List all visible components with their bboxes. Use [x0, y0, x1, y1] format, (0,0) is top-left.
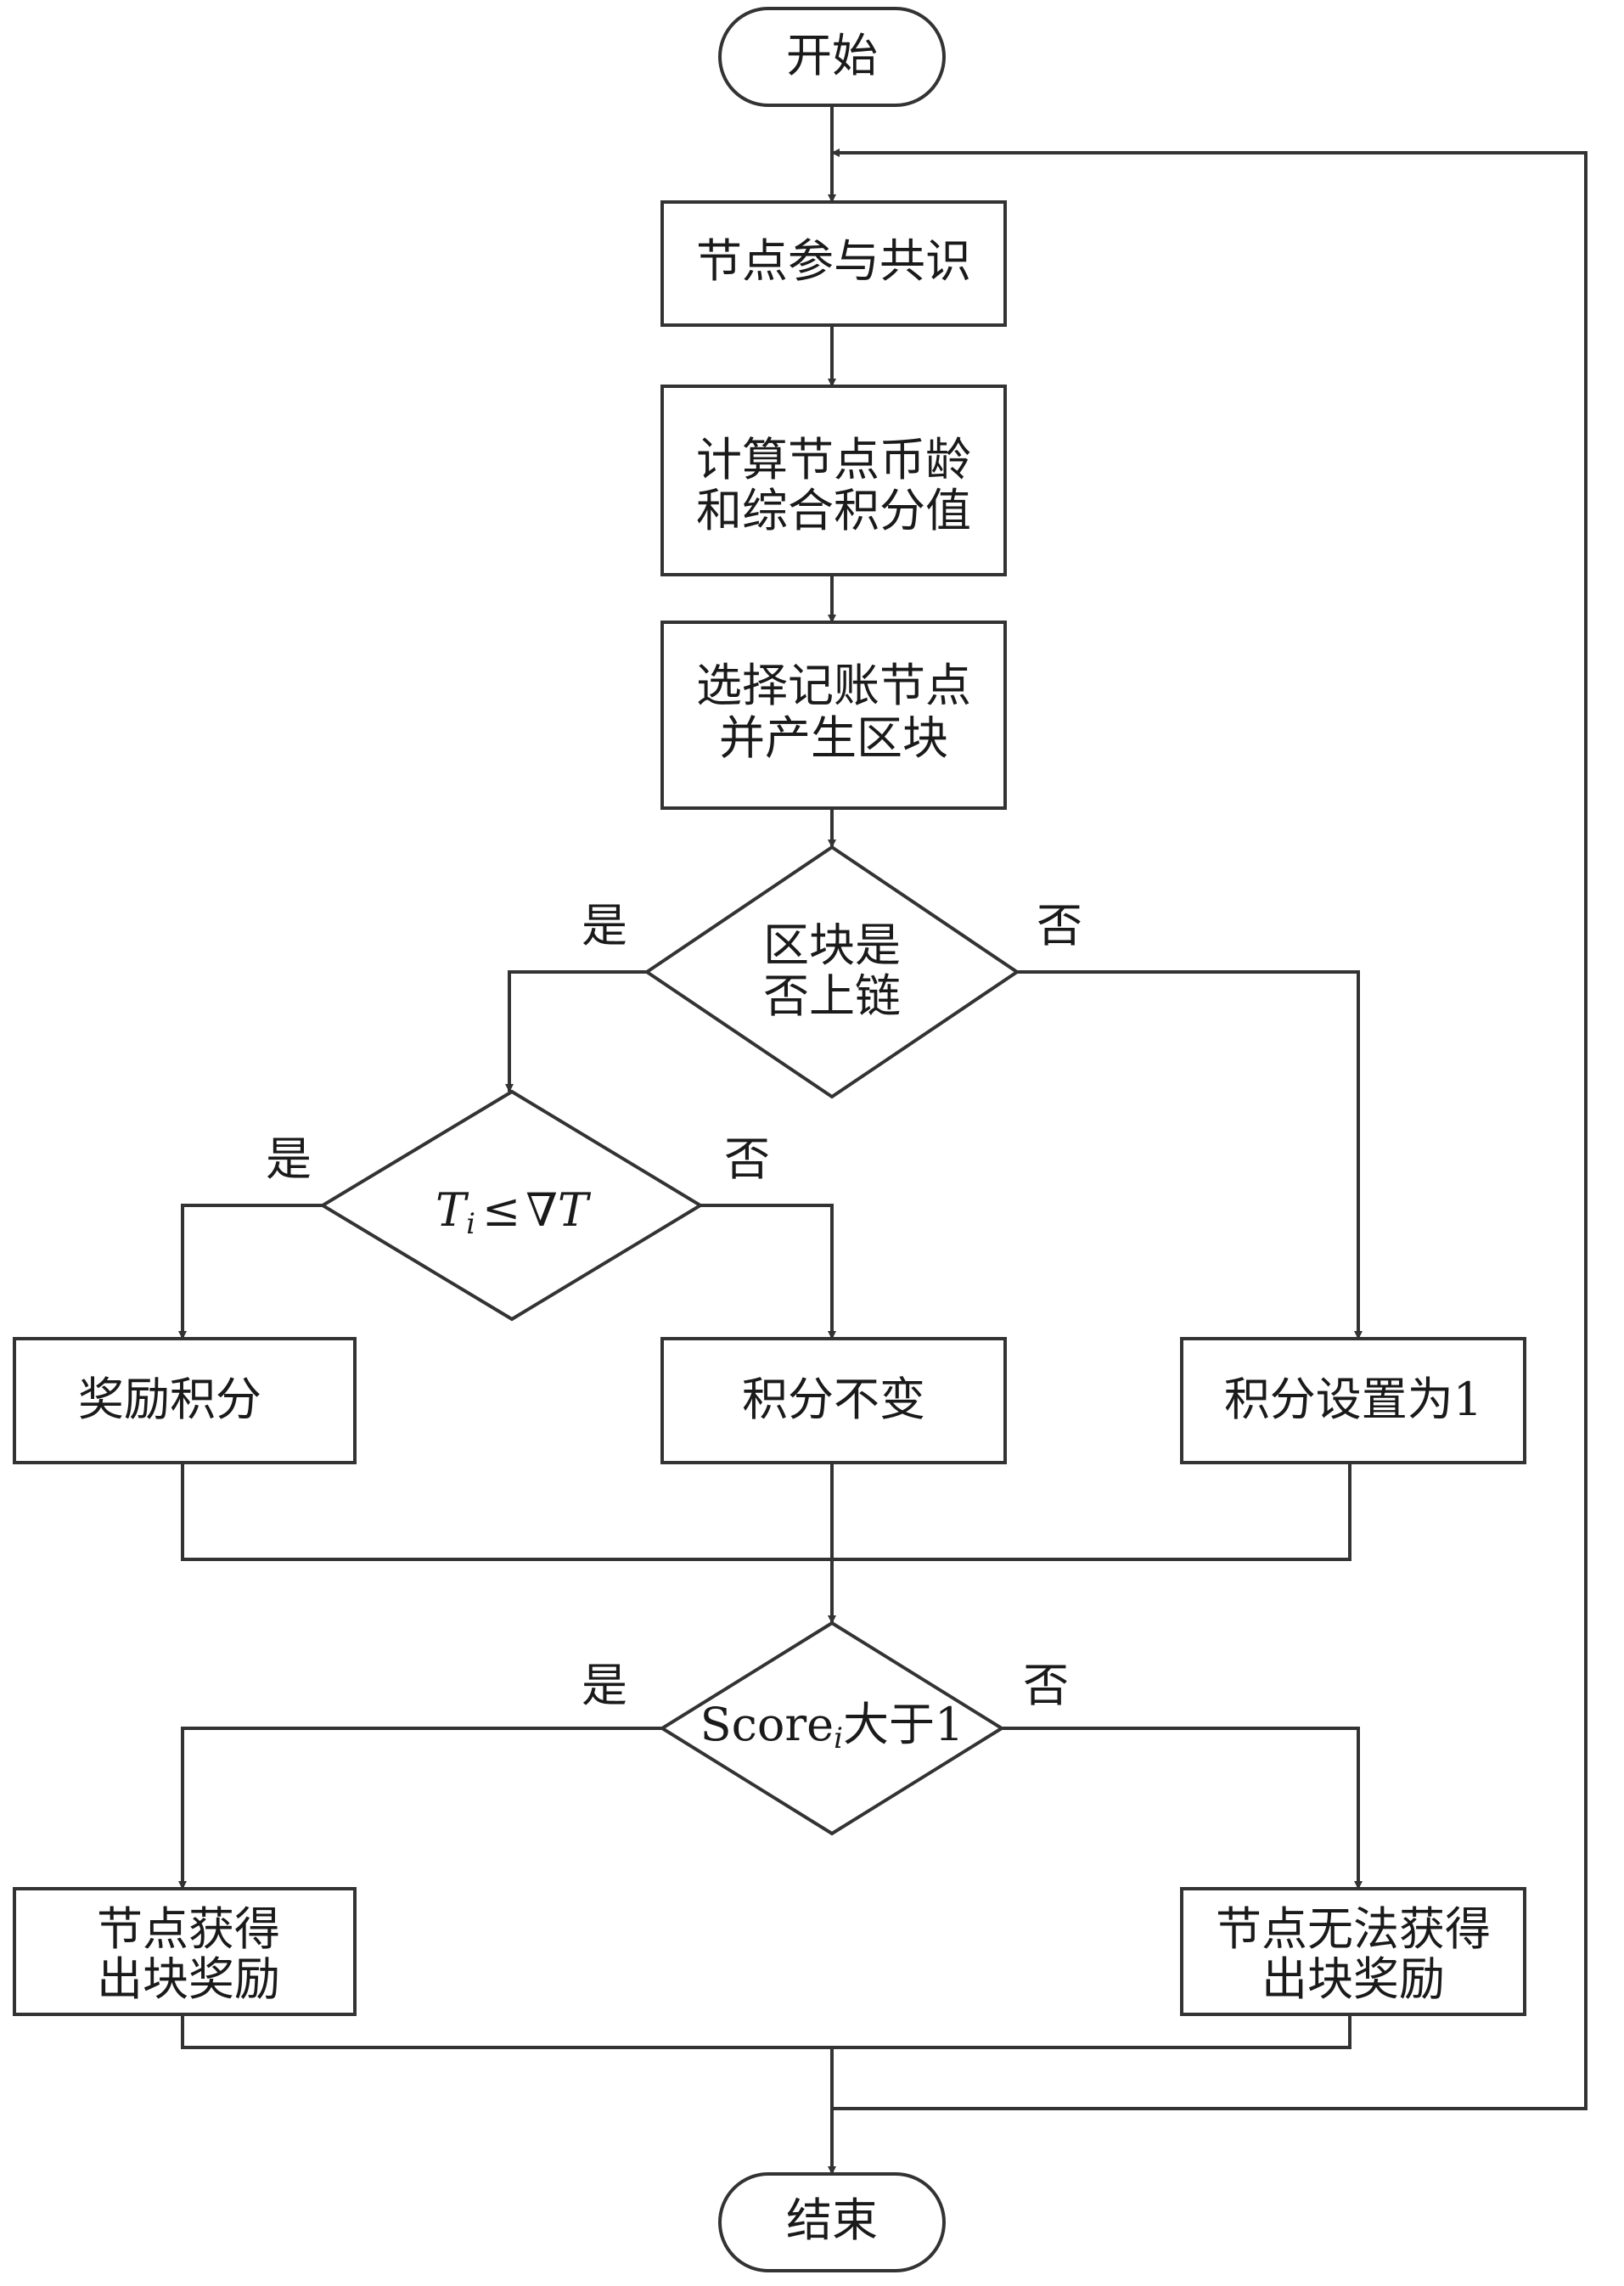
edge-time-yes [178, 1204, 323, 1340]
score-no-label: 否 [1023, 1659, 1069, 1712]
consensus-box: 节点参与共识 [660, 200, 1007, 327]
chain-decision: 区块是 否上链 [643, 845, 1020, 1099]
reward-score-box: 奖励积分 [13, 1337, 357, 1464]
edge-time-no [700, 1204, 836, 1340]
start-node: 开始 [718, 7, 946, 107]
edge-score-yes [178, 1727, 662, 1890]
select-label-line1: 选择记账节点 [696, 659, 971, 712]
reward-score-label: 奖励积分 [78, 1373, 261, 1426]
chain-decision-label-line2: 否上链 [763, 969, 901, 1023]
time-decision: Ti≤∇T [319, 1089, 704, 1322]
time-no-label: 否 [724, 1132, 770, 1186]
gain-reward-box: 节点获得 出块奖励 [13, 1887, 357, 2016]
edge-score-no [1002, 1727, 1363, 1890]
compute-label-line2: 和综合积分值 [696, 484, 971, 537]
score-yes-label: 是 [582, 1659, 627, 1712]
consensus-label: 节点参与共识 [696, 234, 971, 288]
select-label-line2: 并产生区块 [719, 711, 948, 765]
compute-box: 计算节点币龄 和综合积分值 [660, 385, 1007, 576]
edge-chain-yes [505, 970, 647, 1092]
time-var: T [436, 1183, 469, 1237]
gain-reward-label-line1: 节点获得 [97, 1902, 280, 1956]
score-unchanged-box: 积分不变 [660, 1337, 1007, 1464]
time-operator: ≤ [482, 1183, 520, 1237]
score-suffix: 大于1 [843, 1698, 964, 1751]
no-reward-box: 节点无法获得 出块奖励 [1180, 1887, 1526, 2016]
end-label: 结束 [786, 2193, 878, 2247]
score-decision: Scorei大于1 [659, 1620, 1005, 1836]
score-subscript: i [834, 1722, 843, 1755]
gain-reward-label-line2: 出块奖励 [97, 1952, 280, 2006]
score-prefix: Score [700, 1698, 834, 1751]
edge-chain-no [1017, 970, 1363, 1340]
score-decision-label: Scorei大于1 [700, 1698, 964, 1755]
chain-no-label: 否 [1037, 899, 1082, 952]
chain-decision-label-line1: 区块是 [763, 918, 901, 972]
time-yes-label: 是 [266, 1132, 312, 1186]
score-set-one-label: 积分设置为1 [1224, 1373, 1482, 1426]
edge-merge-rewards [181, 2014, 1351, 2049]
time-subscript: i [466, 1207, 475, 1241]
chain-yes-label: 是 [582, 899, 627, 952]
start-label: 开始 [786, 29, 878, 82]
end-node: 结束 [718, 2172, 946, 2272]
edge-loop-back [831, 149, 1587, 2110]
no-reward-label-line1: 节点无法获得 [1216, 1902, 1491, 1956]
score-unchanged-label: 积分不变 [742, 1373, 925, 1426]
time-threshold: ∇T [525, 1183, 592, 1237]
compute-label-line1: 计算节点币龄 [696, 433, 971, 486]
no-reward-label-line2: 出块奖励 [1262, 1952, 1445, 2006]
connectors [178, 105, 1587, 2175]
edge-merge-scores [181, 1463, 1351, 1561]
score-set-one-box: 积分设置为1 [1180, 1337, 1526, 1464]
select-box: 选择记账节点 并产生区块 [660, 621, 1007, 810]
time-decision-label: Ti≤∇T [436, 1183, 592, 1241]
